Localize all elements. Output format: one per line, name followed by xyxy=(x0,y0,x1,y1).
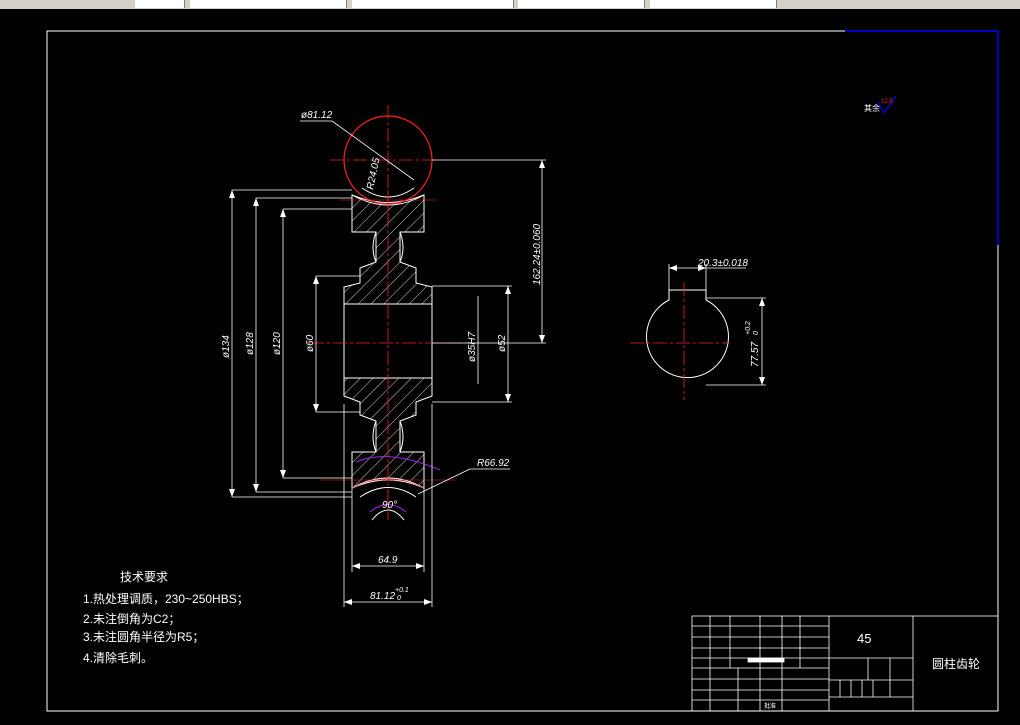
dim-d35: ø35H7 xyxy=(467,332,478,362)
dim-w649: 64.9 xyxy=(378,555,398,566)
title-approve: 批准 xyxy=(764,702,776,710)
toolbar-strip xyxy=(0,0,1020,9)
roughness-symbol: 其余 12.5 xyxy=(864,95,897,115)
dim-w8112-tol2: 0 xyxy=(397,595,401,602)
toolbar-tab[interactable] xyxy=(135,0,185,8)
dim-key-depth: 77.57 xyxy=(750,342,761,367)
dim-center-distance: 162.24±0.060 xyxy=(532,223,543,285)
dim-d134: ø134 xyxy=(221,335,232,358)
dim-d60: ø60 xyxy=(305,334,316,352)
drawing-frame xyxy=(46,30,999,712)
tech-item-3: 3.未注圆角半径为R5； xyxy=(83,629,204,644)
dim-key-width: 20.3±0.018 xyxy=(697,258,748,269)
tech-item-1: 1.热处理调质，230~250HBS； xyxy=(83,592,249,606)
title-material: 45 xyxy=(857,631,871,646)
dim-w8112: 81.12 xyxy=(370,591,395,602)
dim-d52: ø52 xyxy=(497,334,508,352)
dim-d120: ø120 xyxy=(272,332,283,355)
keyway-view: 20.3±0.018 77.57 +0.2 0 xyxy=(630,258,766,400)
toolbar-tab[interactable] xyxy=(190,0,347,8)
dim-r-top: R24.05 xyxy=(365,156,383,190)
dim-top-circle: ø81.12 xyxy=(301,110,333,121)
dim-r66: R66.92 xyxy=(477,458,510,469)
toolbar-tab[interactable] xyxy=(650,0,777,8)
title-part-name: 圆柱齿轮 xyxy=(932,656,980,671)
toolbar-tab[interactable] xyxy=(518,0,645,8)
tech-heading: 技术要求 xyxy=(120,570,168,584)
roughness-label: 其余 xyxy=(864,103,880,113)
dim-key-depth-tol: +0.2 xyxy=(745,321,752,335)
gear-section-view xyxy=(310,105,470,521)
tech-item-4: 4.清除毛刺。 xyxy=(83,650,153,665)
dim-d128: ø128 xyxy=(245,332,256,355)
dim-w8112-tol: +0.1 xyxy=(395,587,409,594)
blue-viewport-edge xyxy=(845,30,999,245)
tech-item-2: 2.未注倒角为C2； xyxy=(83,611,180,626)
dim-angle: 90° xyxy=(382,500,397,511)
gear-dimensions xyxy=(231,120,546,607)
title-block xyxy=(691,615,999,712)
dim-key-depth-tol2: 0 xyxy=(753,331,760,335)
toolbar-tab[interactable] xyxy=(352,0,514,8)
cad-drawing-canvas[interactable]: ø81.12 R24.05 162.24±0.060 ø134 ø128 ø12… xyxy=(0,9,1020,725)
tech-requirements: 技术要求 1.热处理调质，230~250HBS； 2.未注倒角为C2； 3.未注… xyxy=(83,570,249,665)
roughness-value: 12.5 xyxy=(881,99,893,105)
